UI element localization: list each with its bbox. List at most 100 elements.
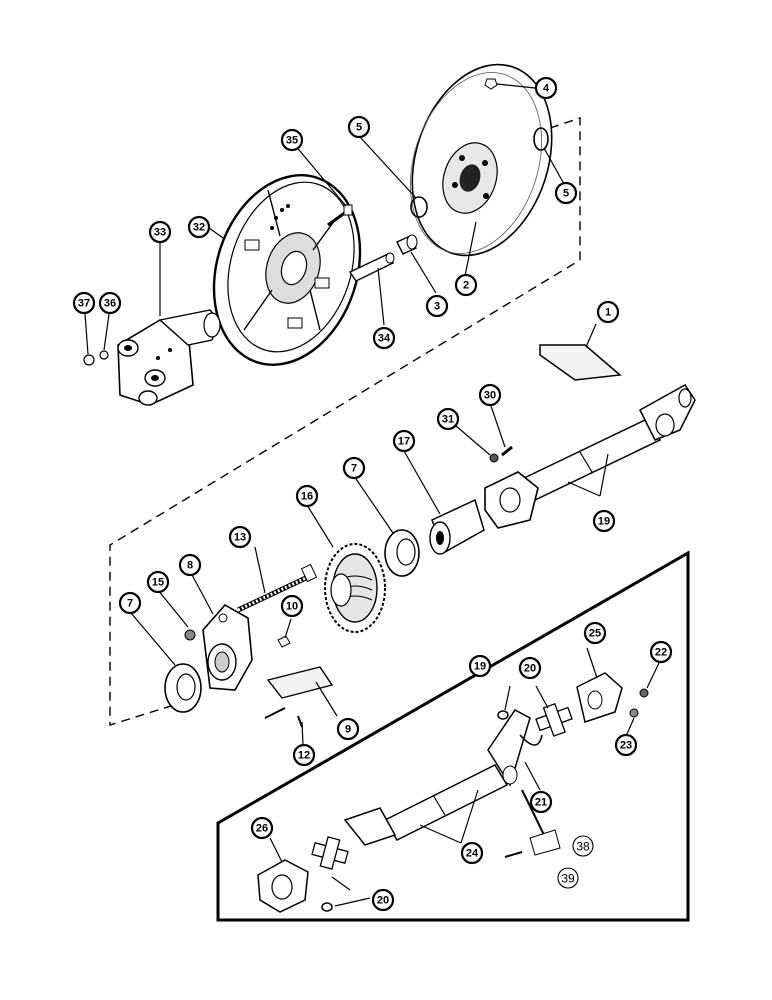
oring-part-5-right (533, 127, 549, 151)
inset-panel (216, 550, 690, 922)
nut-part-15 (184, 629, 196, 641)
wear-strip-part-1 (539, 344, 622, 381)
callout-number: 38 (576, 840, 590, 854)
drive-shaft-upper (484, 384, 696, 529)
callout-circle (187, 215, 211, 239)
universal-joint-lower (311, 836, 349, 870)
bearing-part-7-lower (164, 663, 202, 713)
screw-part-12 (297, 715, 303, 728)
hub-part (117, 309, 221, 406)
callout-circle (292, 743, 316, 767)
flange-part-26 (257, 859, 309, 913)
clip-part-10 (277, 635, 291, 648)
callout-16: 16 (295, 484, 319, 508)
callout-number: 4 (543, 83, 550, 95)
callout-circle (146, 570, 170, 594)
bolt-part-13 (236, 563, 318, 613)
ring-part-21 (519, 734, 543, 746)
callout-number: 24 (466, 848, 479, 860)
callout-number: 3 (434, 301, 440, 313)
callout-circle (280, 128, 304, 152)
callout-4: 4 (534, 76, 558, 100)
drive-shaft-lower (343, 709, 531, 846)
callout-number: 5 (563, 188, 569, 200)
callout-circle (148, 220, 172, 244)
callout-number: 9 (345, 724, 351, 736)
callout-number: 37 (78, 298, 90, 310)
callout-circle (436, 407, 460, 431)
callout-32: 32 (187, 215, 211, 239)
callout-number: 17 (398, 436, 410, 448)
callout-number: 19 (598, 516, 610, 528)
callout-circle (557, 867, 579, 889)
callout-7: 7 (118, 591, 142, 615)
bushing-part-3 (396, 234, 418, 255)
callout-number: 1 (605, 307, 611, 319)
callout-number: 30 (484, 390, 496, 402)
callout-circle (460, 841, 484, 865)
callout-38: 38 (572, 835, 594, 857)
nut-part-31 (489, 453, 499, 463)
bolt-part-30 (501, 445, 513, 457)
oring-part-5-left (410, 196, 428, 218)
callout-circle (178, 553, 202, 577)
callout-34: 34 (372, 326, 396, 350)
callout-number: 10 (286, 601, 298, 613)
callout-number: 12 (298, 750, 310, 762)
callout-circle (554, 181, 578, 205)
callout-5: 5 (554, 181, 578, 205)
callout-number: 26 (256, 823, 268, 835)
callout-circle (518, 656, 542, 680)
callout-number: 13 (234, 532, 246, 544)
callout-circle (342, 456, 366, 480)
callout-24: 24 (460, 841, 484, 865)
callout-number: 35 (286, 135, 298, 147)
callout-circle (336, 717, 360, 741)
callout-number: 25 (589, 628, 601, 640)
callout-31: 31 (436, 407, 460, 431)
callout-number: 33 (154, 227, 166, 239)
callout-19: 19 (592, 509, 616, 533)
callout-circle (118, 591, 142, 615)
callout-number: 22 (655, 647, 667, 659)
callout-number: 20 (524, 663, 536, 675)
callout-circle (347, 115, 371, 139)
callout-35: 35 (280, 128, 304, 152)
callout-number: 5 (356, 122, 362, 134)
callout-5: 5 (347, 115, 371, 139)
callout-number: 32 (193, 222, 205, 234)
pin-part-34 (348, 252, 395, 282)
fitting-part-22 (639, 688, 649, 698)
callout-number: 34 (378, 333, 391, 345)
leader-lines (83, 83, 660, 907)
callout-number: 8 (187, 560, 193, 572)
callout-number: 19 (474, 661, 486, 673)
callout-circle (649, 640, 673, 664)
callout-number: 16 (301, 491, 313, 503)
callout-circle (592, 509, 616, 533)
callout-25: 25 (583, 621, 607, 645)
adapter-part-17 (429, 498, 485, 555)
callout-17: 17 (392, 429, 416, 453)
callout-circle (372, 326, 396, 350)
callout-circle (371, 888, 395, 912)
bracket-part-38 (521, 789, 561, 856)
callout-12: 12 (292, 743, 316, 767)
callout-circle (392, 429, 416, 453)
callout-15: 15 (146, 570, 170, 594)
callout-circle (250, 816, 274, 840)
callout-number: 20 (377, 895, 389, 907)
bearing-part-7-upper (384, 529, 420, 577)
callout-circle (583, 621, 607, 645)
nut-part-37 (83, 354, 95, 366)
callout-13: 13 (228, 525, 252, 549)
callout-number: 2 (463, 280, 469, 292)
callout-number: 15 (152, 577, 164, 589)
callout-23: 23 (614, 733, 638, 757)
snap-ring-upper (497, 710, 509, 720)
callout-1: 1 (596, 300, 620, 324)
callout-number: 36 (104, 298, 116, 310)
callout-26: 26 (250, 816, 274, 840)
bolt-part-35 (327, 204, 353, 227)
callout-circle (572, 835, 594, 857)
